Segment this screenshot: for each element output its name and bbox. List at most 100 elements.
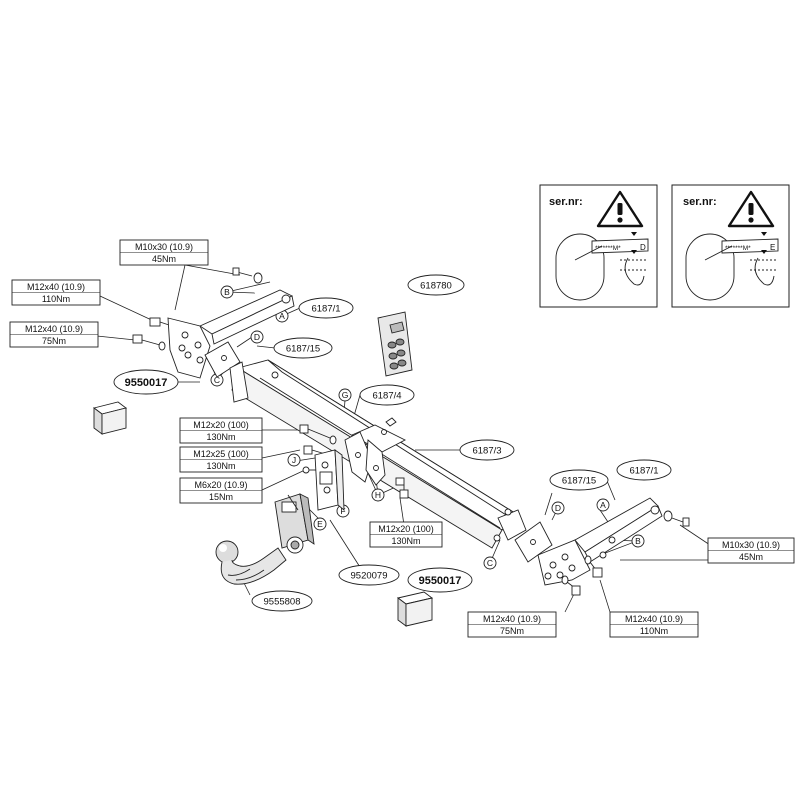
part-code-kit-left: 9550017 xyxy=(113,369,179,395)
bolt-m12x20 xyxy=(299,424,337,445)
letter-marker-d-left: D xyxy=(250,330,264,344)
spec-text: M12x40 (10.9) xyxy=(625,614,683,624)
nut-b-right xyxy=(599,536,616,559)
spec-text: M12x20 (100) xyxy=(378,524,434,534)
spec-box-m10-right: M10x30 (10.9) 45Nm xyxy=(707,537,795,564)
spec-value: 15Nm xyxy=(209,492,233,502)
spec-box-m12-75-left: M12x40 (10.9) 75Nm xyxy=(9,321,99,348)
svg-text:B: B xyxy=(635,536,641,546)
socket-plate-9520079 xyxy=(314,449,345,511)
part-code-text: 6187/15 xyxy=(286,344,320,355)
spec-text: M12x40 (10.9) xyxy=(483,614,541,624)
warning-triangle-icon xyxy=(727,190,775,228)
letter-marker-a-right: A xyxy=(596,498,610,512)
letter-marker-j: J xyxy=(287,453,301,467)
spec-value: 130Nm xyxy=(206,432,235,442)
letter-marker-b-right: B xyxy=(631,534,645,548)
spec-text: M12x40 (10.9) xyxy=(25,324,83,334)
spec-box-m12-110-right: M12x40 (10.9) 110Nm xyxy=(609,611,699,638)
svg-text:D: D xyxy=(555,503,561,513)
spec-value: 75Nm xyxy=(500,626,524,636)
spec-text: M12x20 (100) xyxy=(193,420,249,430)
part-code-text: 6187/1 xyxy=(629,466,658,477)
spec-value: 75Nm xyxy=(42,336,66,346)
spec-box-m12x25-130: M12x25 (100) 130Nm xyxy=(179,446,263,473)
serial-panel-e: ser.nr: *******M* E xyxy=(671,184,790,308)
letter-marker-g: G xyxy=(338,388,352,402)
part-code-text: 9550017 xyxy=(125,377,168,389)
bar-clamp-6187-4 xyxy=(344,417,406,486)
coupling-housing xyxy=(274,493,315,554)
svg-text:A: A xyxy=(279,311,285,321)
letter-marker-b-left: B xyxy=(220,285,234,299)
svg-text:E: E xyxy=(317,519,323,529)
kit-box-right xyxy=(396,591,434,627)
bolt-m12-110-right xyxy=(584,555,603,578)
serial-plate-text: *******M* xyxy=(595,245,621,252)
part-code-text: 618780 xyxy=(420,281,452,292)
serial-panel-d: ser.nr: *******M* D xyxy=(539,184,658,308)
warning-triangle-icon xyxy=(596,190,644,228)
spec-value: 130Nm xyxy=(206,461,235,471)
spec-value: 130Nm xyxy=(391,536,420,546)
bolt-m12-75-left xyxy=(132,334,166,351)
svg-text:B: B xyxy=(224,287,230,297)
spec-box-m6x20-15: M6x20 (10.9) 15Nm xyxy=(179,477,263,504)
spec-value: 45Nm xyxy=(739,552,763,562)
spec-text: M6x20 (10.9) xyxy=(194,480,247,490)
serial-plate-text: *******M* xyxy=(725,245,751,252)
serial-title: ser.nr: xyxy=(549,196,583,208)
spec-box-m10-left: M10x30 (10.9) 45Nm xyxy=(119,239,209,266)
bolt-m10-left xyxy=(232,267,263,284)
part-code-text: 9555808 xyxy=(264,597,301,608)
part-code-text: 6187/4 xyxy=(372,391,401,402)
svg-text:F: F xyxy=(340,506,345,516)
bolt-m12-75-right xyxy=(561,575,581,596)
serial-code: D xyxy=(640,243,646,252)
part-code-text: 6187/3 xyxy=(472,446,501,457)
spec-value: 45Nm xyxy=(152,254,176,264)
part-code-bar-clamp: 6187/4 xyxy=(359,384,415,406)
part-code-text: 6187/15 xyxy=(562,476,596,487)
kit-box-left xyxy=(92,401,128,435)
part-code-plate-right: 6187/15 xyxy=(549,469,609,491)
part-code-socket-plate: 9520079 xyxy=(338,564,400,586)
spec-value: 110Nm xyxy=(640,626,668,636)
bracket-right-6187-1 xyxy=(537,497,663,586)
plate-left-6187-15 xyxy=(204,341,241,378)
svg-text:C: C xyxy=(487,558,493,568)
part-code-plate-left: 6187/15 xyxy=(273,337,333,359)
part-code-crossbar: 6187/3 xyxy=(459,439,515,461)
towball-9555808 xyxy=(215,540,287,585)
plate-right-6187-15 xyxy=(514,521,553,563)
vehicle-view-icon xyxy=(685,232,779,301)
letter-marker-d-right: D xyxy=(551,501,565,515)
part-code-kit-right: 9550017 xyxy=(407,567,473,593)
letter-marker-c-right: C xyxy=(483,556,497,570)
letter-marker-e: E xyxy=(313,517,327,531)
spec-text: M10x30 (10.9) xyxy=(135,242,193,252)
bolt-m10-right xyxy=(663,510,690,527)
bracket-left-6187-1 xyxy=(167,289,295,379)
part-code-text: 9550017 xyxy=(419,575,462,587)
vehicle-view-icon xyxy=(555,232,649,301)
svg-text:A: A xyxy=(600,500,606,510)
spec-box-m12-75-right: M12x40 (10.9) 75Nm xyxy=(467,611,557,638)
svg-text:H: H xyxy=(375,490,381,500)
serial-code: E xyxy=(770,243,775,252)
spec-box-m12x20-center: M12x20 (100) 130Nm xyxy=(369,521,443,548)
part-code-bracket-left: 6187/1 xyxy=(298,297,354,319)
part-code-bracket-right: 6187/1 xyxy=(616,459,672,481)
part-code-towball: 9555808 xyxy=(251,590,313,612)
svg-text:D: D xyxy=(254,332,260,342)
spec-text: M10x30 (10.9) xyxy=(722,540,780,550)
spec-text: M12x25 (100) xyxy=(193,449,249,459)
bolts-h xyxy=(395,477,409,499)
label-plate-618780 xyxy=(377,311,413,377)
svg-text:G: G xyxy=(342,390,349,400)
spec-box-m12x20-130: M12x20 (100) 130Nm xyxy=(179,417,263,444)
svg-text:C: C xyxy=(214,375,220,385)
spec-box-m12-110-left: M12x40 (10.9) 110Nm xyxy=(11,279,101,306)
spec-value: 110Nm xyxy=(42,294,70,304)
